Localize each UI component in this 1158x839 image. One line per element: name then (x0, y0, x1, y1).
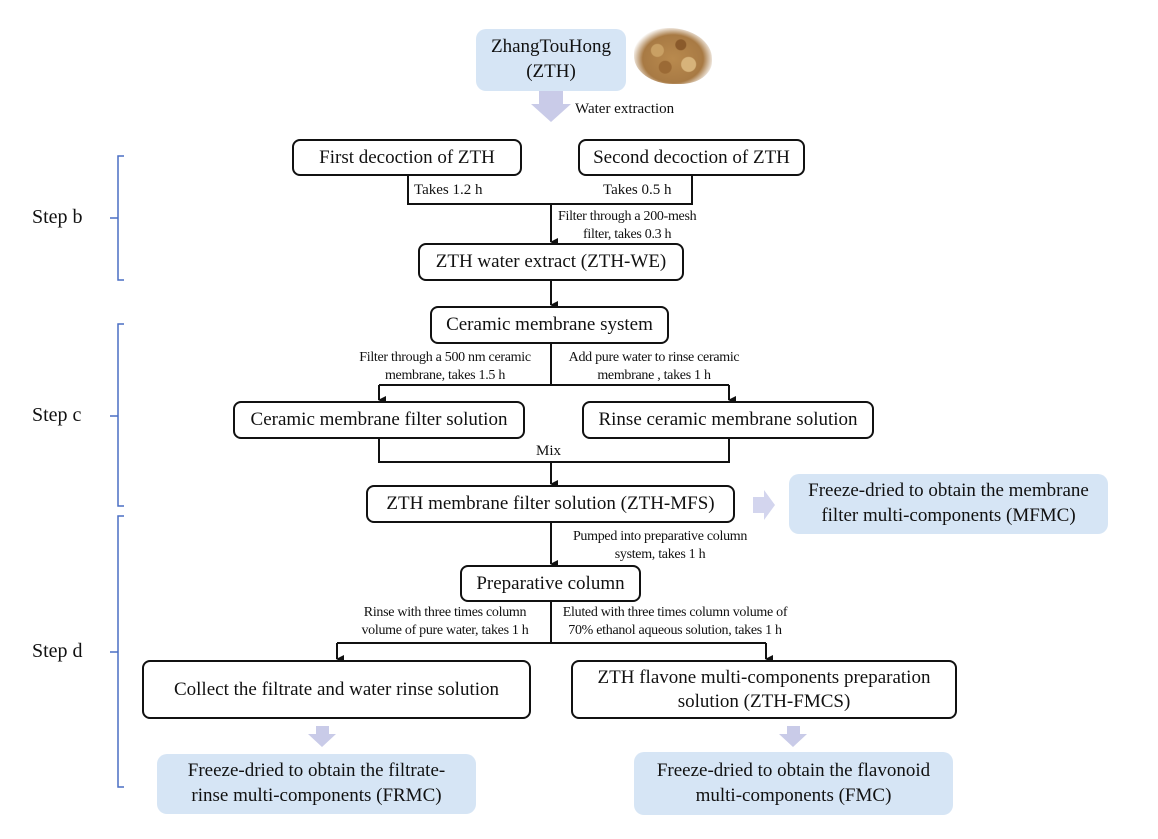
pump-condition-line2: system, takes 1 h (614, 547, 706, 563)
source-label-line2: (ZTH) (526, 61, 576, 82)
fmc-line2: multi-components (FMC) (695, 784, 892, 806)
mfmc-line1: Freeze-dried to obtain the membrane (808, 480, 1089, 502)
second-decoction-time: Takes 0.5 h (603, 182, 672, 198)
step-d-label: Step d (32, 640, 83, 662)
step-c-label: Step c (32, 404, 82, 426)
pump-condition: Pumped into preparative column system, t… (560, 528, 760, 564)
second-decoction-box: Second decoction of ZTH (578, 139, 805, 176)
ceramic-rinse-condition: Add pure water to rinse ceramic membrane… (556, 349, 752, 385)
fmc-block-arrow (779, 726, 807, 747)
water-extraction-block-arrow (531, 90, 571, 122)
filter-200-mesh-label: Filter through a 200-mesh filter, takes … (558, 208, 697, 244)
filter-200-mesh-line1: Filter through a 200-mesh (558, 209, 697, 224)
ceramic-filter-condition: Filter through a 500 nm ceramic membrane… (344, 349, 546, 385)
water-rinse-condition-line1: Rinse with three times column (363, 605, 527, 620)
pump-condition-line1: Pumped into preparative column (572, 529, 748, 544)
ceramic-filter-condition-line1: Filter through a 500 nm ceramic (359, 350, 531, 365)
mix-label: Mix (536, 443, 562, 459)
ceramic-rinse-condition-line1: Add pure water to rinse ceramic (568, 350, 740, 365)
step-d-bracket (110, 515, 124, 788)
water-rinse-condition-line2: volume of pure water, takes 1 h (361, 623, 529, 639)
rinse-solution-box: Rinse ceramic membrane solution (582, 401, 874, 439)
mfmc-line2: filter multi-components (MFMC) (821, 505, 1076, 526)
source-label-line1: ZhangTouHong (490, 36, 612, 58)
zth-leaves-image (634, 28, 712, 84)
frmc-line1: Freeze-dried to obtain the filtrate- (187, 760, 446, 782)
first-decoction-time: Takes 1.2 h (414, 182, 483, 198)
fmcs-line2: solution (ZTH-FMCS) (677, 690, 851, 712)
mfs-box: ZTH membrane filter solution (ZTH-MFS) (366, 485, 735, 523)
filter-200-mesh-line2: filter, takes 0.3 h (583, 227, 672, 243)
step-b-bracket (110, 155, 124, 281)
prep-column-box: Preparative column (460, 565, 641, 602)
mfmc-box: Freeze-dried to obtain the membrane filt… (789, 474, 1108, 534)
water-rinse-condition: Rinse with three times column volume of … (344, 604, 546, 640)
water-extract-box: ZTH water extract (ZTH-WE) (418, 243, 684, 281)
step-b-label: Step b (32, 206, 83, 228)
frmc-line2: rinse multi-components (FRMC) (191, 785, 442, 806)
ethanol-elution-condition: Eluted with three times column volume of… (560, 604, 790, 640)
step-c-bracket (110, 323, 124, 507)
mfmc-block-arrow (753, 490, 775, 520)
fmcs-box: ZTH flavone multi-components preparation… (571, 660, 957, 719)
ceramic-rinse-condition-line2: membrane , takes 1 h (597, 368, 711, 384)
fmc-box: Freeze-dried to obtain the flavonoid mul… (634, 752, 953, 815)
first-decoction-box: First decoction of ZTH (292, 139, 522, 176)
ceramic-system-box: Ceramic membrane system (430, 306, 669, 344)
frmc-block-arrow (308, 726, 336, 747)
mix-merge-line (378, 439, 730, 463)
frmc-box: Freeze-dried to obtain the filtrate- rin… (157, 754, 476, 814)
collect-filtrate-box: Collect the filtrate and water rinse sol… (142, 660, 531, 719)
water-extraction-label: Water extraction (575, 101, 675, 117)
ceramic-filter-condition-line2: membrane, takes 1.5 h (384, 368, 506, 384)
ethanol-elution-condition-line2: 70% ethanol aqueous solution, takes 1 h (568, 623, 782, 639)
ethanol-elution-condition-line1: Eluted with three times column volume of (562, 605, 788, 620)
fmc-line1: Freeze-dried to obtain the flavonoid (656, 759, 931, 781)
ceramic-filter-solution-box: Ceramic membrane filter solution (233, 401, 525, 439)
fmcs-line1: ZTH flavone multi-components preparation (597, 666, 931, 688)
source-box-zth: ZhangTouHong (ZTH) (476, 29, 626, 91)
